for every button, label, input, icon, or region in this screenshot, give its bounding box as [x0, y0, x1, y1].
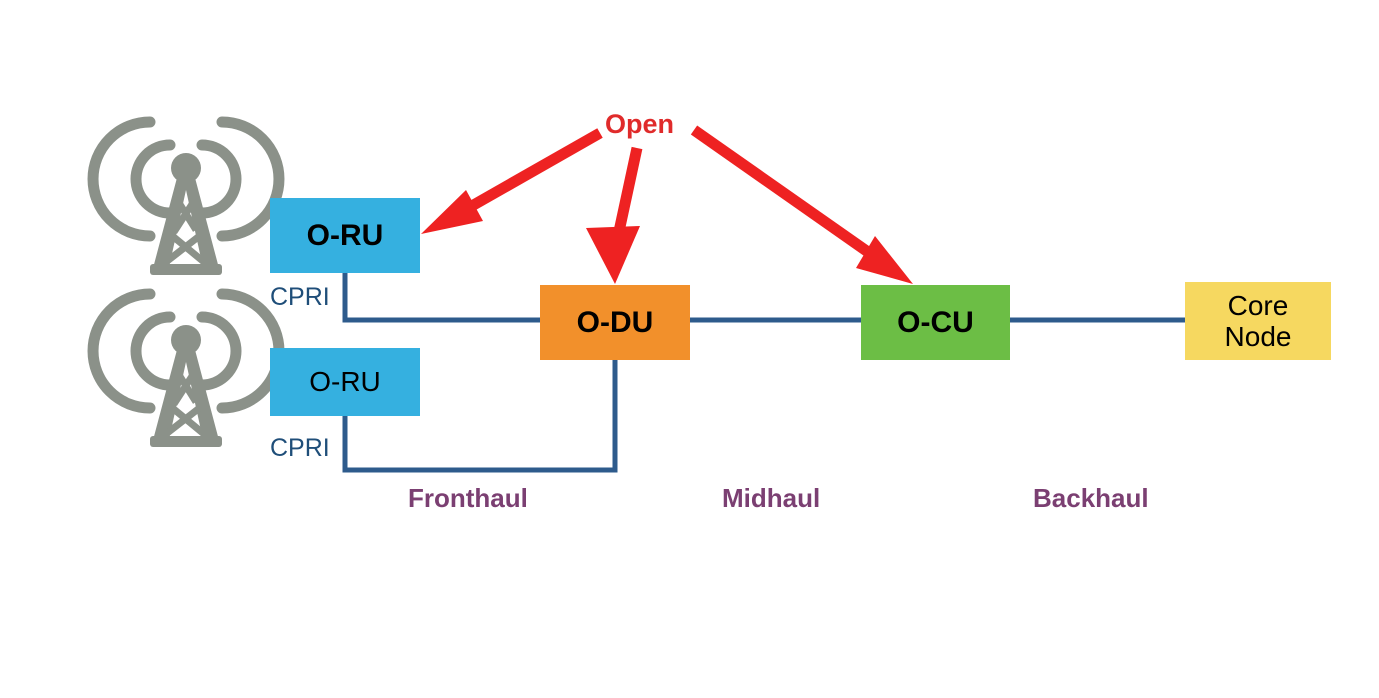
section-label-fronthaul: Fronthaul: [408, 483, 528, 514]
cpri-text: CPRI: [270, 283, 330, 311]
link-oru-bottom: [342, 360, 618, 473]
node-ocu[interactable]: O-CU: [861, 285, 1010, 360]
node-oru-top[interactable]: O-RU: [270, 198, 420, 273]
cpri-text: CPRI: [270, 434, 330, 462]
open-annotation-label: Open: [605, 109, 674, 140]
arrow-to-ocu: [690, 125, 913, 284]
section-text: Backhaul: [1033, 483, 1149, 513]
node-label: Core Node: [1224, 289, 1292, 352]
node-odu[interactable]: O-DU: [540, 285, 690, 360]
node-core[interactable]: Core Node: [1185, 282, 1331, 360]
cpri-label-top: CPRI: [270, 283, 330, 312]
node-label: O-CU: [897, 305, 974, 339]
node-label: O-RU: [309, 366, 381, 398]
node-label: O-RU: [306, 218, 384, 252]
open-text: Open: [605, 109, 675, 139]
arrow-to-odu: [586, 146, 643, 284]
section-label-backhaul: Backhaul: [1033, 483, 1149, 514]
section-text: Midhaul: [722, 483, 821, 513]
node-oru-bottom[interactable]: O-RU: [270, 348, 420, 416]
section-label-midhaul: Midhaul: [722, 483, 820, 514]
link-oru-top: [342, 272, 540, 323]
cpri-label-bottom: CPRI: [270, 434, 330, 463]
section-text: Fronthaul: [408, 483, 528, 513]
node-label: O-DU: [576, 305, 654, 339]
arrow-to-oru: [421, 128, 603, 234]
